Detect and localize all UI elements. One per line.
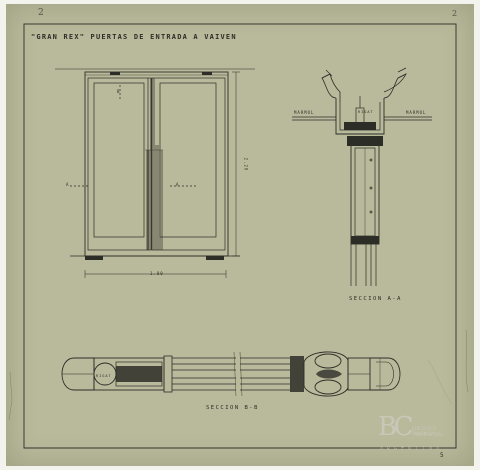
drawing-title: "GRAN REX" PUERTAS DE ENTRADA A VAIVEN [31, 33, 237, 41]
corner-note-left: 2 [38, 8, 45, 18]
stamp-line-1: BIBLIOTECA PROVINCIAL [412, 426, 437, 436]
stamp-line-3: ARGENTINA [380, 446, 444, 452]
section-b-b [61, 351, 401, 397]
cut-mark-b: B [117, 89, 121, 94]
library-stamp: BC BIBLIOTECA PROVINCIAL ARQUITECTURA AR… [378, 412, 462, 456]
material-label-right: MARMOL [406, 110, 427, 115]
section-a-label: SECCION A-A [349, 296, 402, 302]
dimension-width: 1.80 [150, 271, 164, 276]
cut-mark-a-left: A [66, 182, 70, 187]
stamp-line-2: ARQUITECTURA [414, 432, 443, 437]
stamp-logo: BC [378, 412, 414, 442]
sheet-number: 5 [440, 452, 445, 459]
sheet-border [23, 23, 457, 449]
door-elevation [55, 68, 255, 278]
material-label-left: MARMOL [294, 110, 315, 115]
dimension-height: 2.20 [243, 157, 249, 172]
section-a-a [292, 67, 432, 286]
corner-note-right: 2 [452, 9, 459, 18]
section-b-label: SECCION B-B [206, 405, 259, 411]
pivot-label-section-b: RIGAT [96, 374, 112, 378]
cut-mark-a-right: A [176, 182, 180, 187]
pivot-label-section-a: RIGAT [358, 110, 374, 114]
